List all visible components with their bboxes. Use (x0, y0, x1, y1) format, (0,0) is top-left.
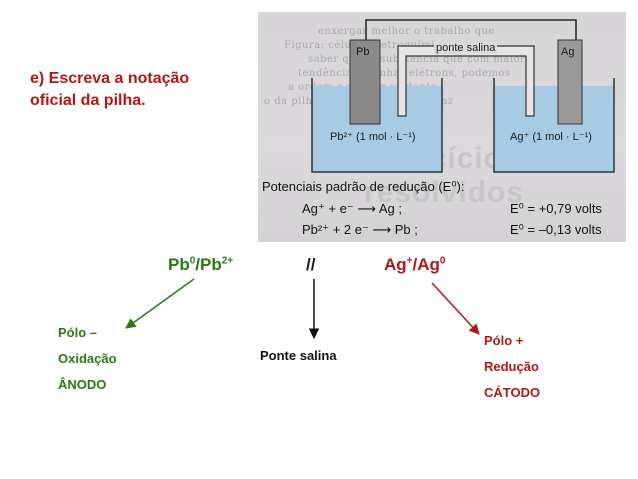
question-text: e) Escreva a notação oficial da pilha. (30, 68, 240, 112)
cathode-process: Redução (484, 359, 539, 374)
anode-process: Oxidação (58, 351, 117, 366)
arrow-cathode (431, 282, 480, 335)
electrode-ag-label: Ag (561, 46, 575, 58)
beaker-left (311, 78, 443, 173)
anode-pair: Pb0/Pb2+ (168, 255, 234, 274)
anode-pole: Pólo – (58, 325, 98, 340)
external-wire (365, 19, 577, 42)
potential-ag: E⁰ = +0,79 volts (510, 201, 602, 216)
solution-left-label: Pb²⁺ (1 mol · L⁻¹) (330, 131, 416, 143)
electrode-pb (349, 39, 381, 125)
cell-diagram-photo: enxergar melhor o trabalho que Figura: c… (258, 12, 626, 242)
cathode-labels: Pólo + Redução CÁTODO (484, 328, 540, 406)
bridge-photo-label: ponte salina (434, 42, 498, 54)
bridge-separator: // (306, 255, 316, 274)
question-line-2: oficial da pilha. (30, 92, 146, 109)
reaction-pb: Pb²⁺ + 2 e⁻ ⟶ Pb ; (302, 222, 418, 237)
anode-name: ÂNODO (58, 377, 107, 392)
salt-bridge-label: Ponte salina (260, 348, 337, 363)
arrow-anode (125, 278, 195, 329)
electrode-ag (557, 39, 583, 125)
cathode-pole: Pólo + (484, 333, 524, 348)
reaction-ag: Ag⁺ + e⁻ ⟶ Ag ; (302, 201, 402, 216)
anode-labels: Pólo – Oxidação ÂNODO (58, 320, 117, 398)
potential-pb: E⁰ = –0,13 volts (510, 222, 602, 237)
solution-right-label: Ag⁺ (1 mol · L⁻¹) (510, 131, 592, 143)
cathode-pair: Ag+/Ag0 (384, 255, 446, 274)
beaker-right (493, 78, 615, 173)
potentials-title: Potenciais padrão de redução (E⁰): (262, 179, 465, 194)
cathode-name: CÁTODO (484, 385, 541, 400)
question-line-1: e) Escreva a notação (30, 70, 190, 87)
beaker-right-solution (494, 86, 614, 172)
cell-drawing (311, 19, 615, 173)
electrode-pb-label: Pb (356, 46, 370, 58)
